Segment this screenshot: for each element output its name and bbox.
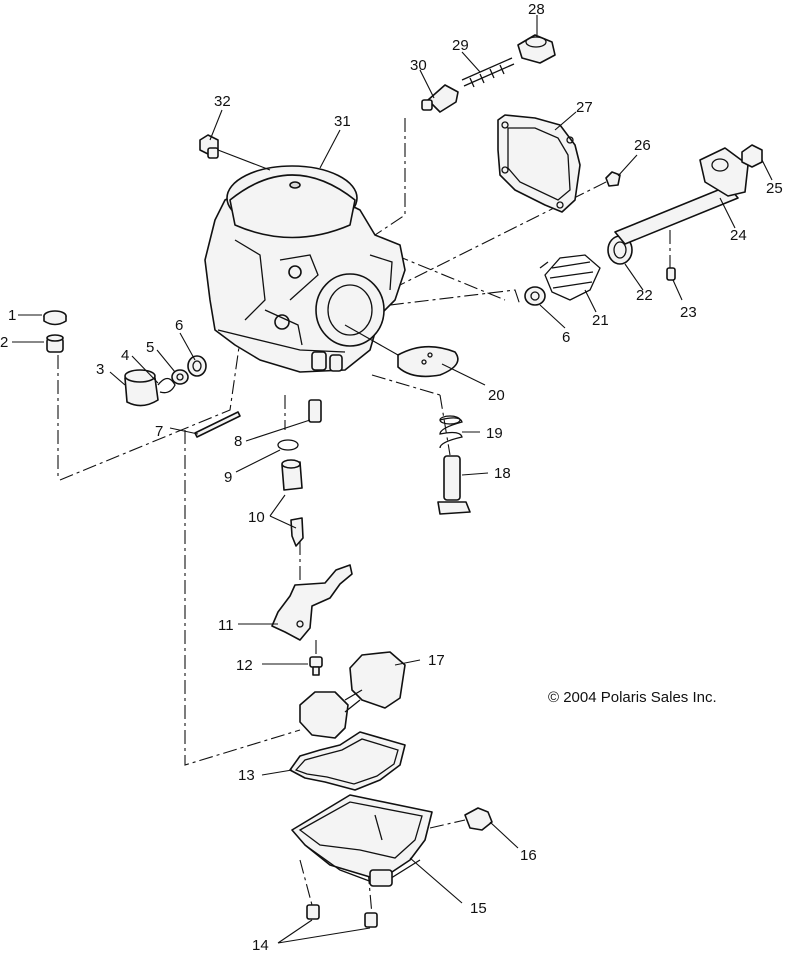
part-26-screw bbox=[605, 171, 621, 187]
part-5-washer bbox=[171, 369, 189, 385]
callout-20: 20 bbox=[488, 387, 505, 404]
callout-3: 3 bbox=[96, 361, 104, 378]
callout-8: 8 bbox=[234, 433, 242, 450]
callout-21: 21 bbox=[592, 312, 609, 329]
part-4-clip bbox=[157, 377, 176, 394]
callout-6-right: 6 bbox=[562, 329, 570, 346]
callout-29: 29 bbox=[452, 37, 469, 54]
callout-31: 31 bbox=[334, 113, 351, 130]
callout-22: 22 bbox=[636, 287, 653, 304]
assembly-lines bbox=[57, 118, 671, 916]
part-20-diaphragm bbox=[397, 345, 459, 378]
part-2-fitting bbox=[46, 334, 64, 353]
callout-4: 4 bbox=[121, 347, 129, 364]
callout-17: 17 bbox=[428, 652, 445, 669]
part-1-cap bbox=[43, 310, 67, 326]
part-27-cover-gasket bbox=[497, 114, 581, 213]
callout-24: 24 bbox=[730, 227, 747, 244]
leader-lines bbox=[12, 15, 773, 944]
part-30-pilot-screw bbox=[421, 84, 459, 113]
callout-6: 6 bbox=[175, 317, 183, 334]
part-13-gasket bbox=[289, 731, 406, 791]
part-6-seal-right bbox=[524, 286, 546, 306]
callout-9: 9 bbox=[224, 469, 232, 486]
part-23-screw bbox=[666, 267, 676, 281]
callout-32: 32 bbox=[214, 93, 231, 110]
callout-7: 7 bbox=[155, 423, 163, 440]
part-7-pin bbox=[194, 411, 241, 438]
part-21-spring bbox=[539, 254, 601, 301]
part-8-jet bbox=[308, 399, 322, 423]
callout-10: 10 bbox=[248, 509, 265, 526]
part-9-o-ring bbox=[277, 439, 299, 451]
part-19-spring bbox=[439, 415, 463, 449]
part-18-screw bbox=[437, 455, 471, 515]
part-17-float bbox=[299, 651, 406, 739]
part-25-nut bbox=[741, 144, 763, 168]
callout-12: 12 bbox=[236, 657, 253, 674]
callout-15: 15 bbox=[470, 900, 487, 917]
callout-26: 26 bbox=[634, 137, 651, 154]
callout-11: 11 bbox=[218, 617, 234, 634]
part-6-seal-left bbox=[187, 355, 207, 377]
part-24-throttle-shaft bbox=[614, 147, 749, 245]
callout-27: 27 bbox=[576, 99, 593, 116]
callout-16: 16 bbox=[520, 847, 537, 864]
part-29-spring bbox=[461, 57, 515, 88]
callout-30: 30 bbox=[410, 57, 427, 74]
part-12-screw bbox=[309, 656, 323, 676]
callout-13: 13 bbox=[238, 767, 255, 784]
callout-28: 28 bbox=[528, 1, 545, 18]
callout-14: 14 bbox=[252, 937, 269, 953]
callout-1: 1 bbox=[8, 307, 16, 324]
callout-19: 19 bbox=[486, 425, 503, 442]
copyright-notice: © 2004 Polaris Sales Inc. bbox=[548, 689, 717, 706]
callout-23: 23 bbox=[680, 304, 697, 321]
part-16-drain-screw bbox=[464, 807, 493, 831]
part-32-bolt bbox=[199, 134, 219, 159]
part-28-cap bbox=[517, 34, 556, 64]
part-15-float-bowl bbox=[291, 794, 433, 887]
callout-18: 18 bbox=[494, 465, 511, 482]
callout-5: 5 bbox=[146, 339, 154, 356]
part-10-needle-valve bbox=[281, 459, 304, 547]
callout-25: 25 bbox=[766, 180, 783, 197]
carburetor-body bbox=[204, 165, 406, 373]
part-14-screws bbox=[306, 904, 378, 928]
part-3-cover bbox=[124, 369, 159, 407]
part-11-bracket bbox=[271, 564, 353, 641]
callout-2: 2 bbox=[0, 334, 8, 351]
